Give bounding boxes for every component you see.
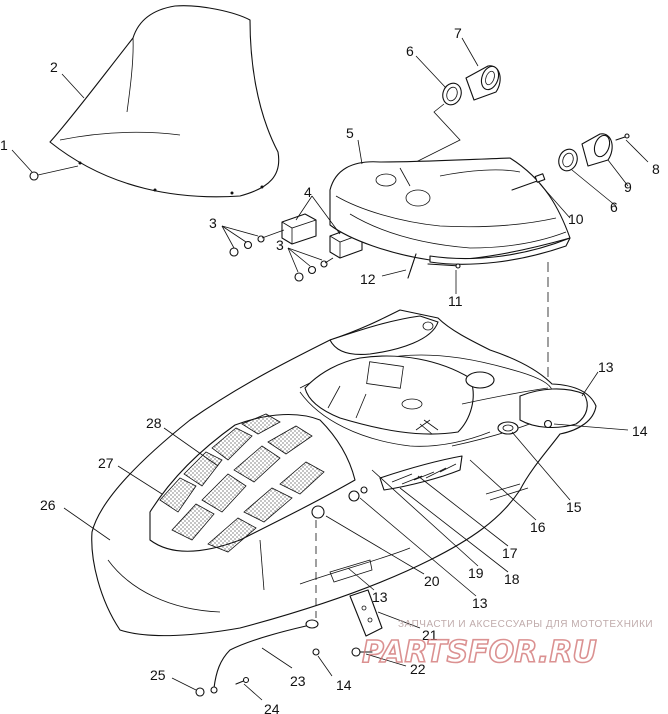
callout-3b: 3 bbox=[276, 237, 284, 253]
callout-9: 9 bbox=[624, 179, 632, 195]
callout-4: 4 bbox=[304, 184, 312, 200]
callout-24: 24 bbox=[264, 701, 280, 714]
callout-13c: 13 bbox=[372, 589, 388, 605]
hood bbox=[91, 309, 597, 637]
callout-8: 8 bbox=[652, 161, 660, 177]
tach-cable bbox=[511, 173, 546, 191]
console-rod bbox=[427, 263, 461, 269]
callout-23: 23 bbox=[290, 673, 306, 689]
dash-console bbox=[329, 157, 571, 265]
callout-10: 10 bbox=[568, 211, 584, 227]
callout-13b: 13 bbox=[472, 595, 488, 611]
watermark-logo: PARTSFOR.RU bbox=[362, 635, 597, 670]
callout-1: 1 bbox=[0, 137, 8, 153]
callout-12: 12 bbox=[360, 271, 376, 287]
callout-11: 11 bbox=[448, 293, 463, 309]
callout-3a: 3 bbox=[209, 215, 217, 231]
callout-21: 21 bbox=[422, 627, 438, 643]
windshield bbox=[49, 5, 280, 198]
gauge-tachometer bbox=[581, 133, 613, 167]
callout-19: 19 bbox=[468, 565, 484, 581]
callout-labels: 1 2 3 3 4 5 6 7 6 8 9 10 11 12 13 14 15 … bbox=[0, 25, 660, 714]
callout-2: 2 bbox=[50, 59, 58, 75]
callout-14a: 14 bbox=[632, 423, 648, 439]
callout-22: 22 bbox=[410, 661, 426, 677]
hood-latch bbox=[349, 589, 383, 637]
watermark: ЗАПЧАСТИ И АКСЕССУАРЫ ДЛЯ МОТОТЕХНИКИ PA… bbox=[361, 619, 653, 671]
callout-6a: 6 bbox=[406, 43, 414, 59]
callout-25: 25 bbox=[150, 667, 166, 683]
tether-anchor-screw bbox=[312, 648, 320, 656]
callout-15: 15 bbox=[566, 499, 582, 515]
callout-17: 17 bbox=[502, 545, 518, 561]
gauge-bezel-left bbox=[442, 82, 462, 106]
callout-27: 27 bbox=[98, 455, 114, 471]
gauge-wire bbox=[411, 103, 461, 165]
hood-tether bbox=[210, 619, 319, 694]
callout-18: 18 bbox=[504, 571, 520, 587]
bracket-fasteners-upper bbox=[229, 229, 285, 257]
callout-28: 28 bbox=[146, 415, 162, 431]
latch-screw bbox=[351, 647, 373, 657]
gauge-screw bbox=[615, 133, 630, 141]
bracket-fasteners-lower bbox=[294, 257, 334, 282]
callout-5: 5 bbox=[346, 125, 354, 141]
callout-7: 7 bbox=[454, 25, 462, 41]
callout-16: 16 bbox=[530, 519, 546, 535]
tether-screw bbox=[235, 676, 250, 685]
gauge-speedometer bbox=[465, 65, 501, 101]
callout-26: 26 bbox=[40, 497, 56, 513]
windshield-screw bbox=[29, 165, 79, 181]
watermark-caption: ЗАПЧАСТИ И АКСЕССУАРЫ ДЛЯ МОТОТЕХНИКИ bbox=[398, 619, 653, 630]
callout-20: 20 bbox=[424, 573, 440, 589]
callout-13a: 13 bbox=[598, 359, 614, 375]
callout-14b: 14 bbox=[336, 677, 352, 693]
callout-6b: 6 bbox=[610, 199, 618, 215]
tether-nut bbox=[195, 687, 205, 697]
windshield-bracket-left bbox=[281, 213, 317, 245]
leader-lines bbox=[11, 37, 649, 701]
gauge-bezel-right bbox=[558, 148, 578, 172]
console-spring bbox=[407, 253, 417, 279]
